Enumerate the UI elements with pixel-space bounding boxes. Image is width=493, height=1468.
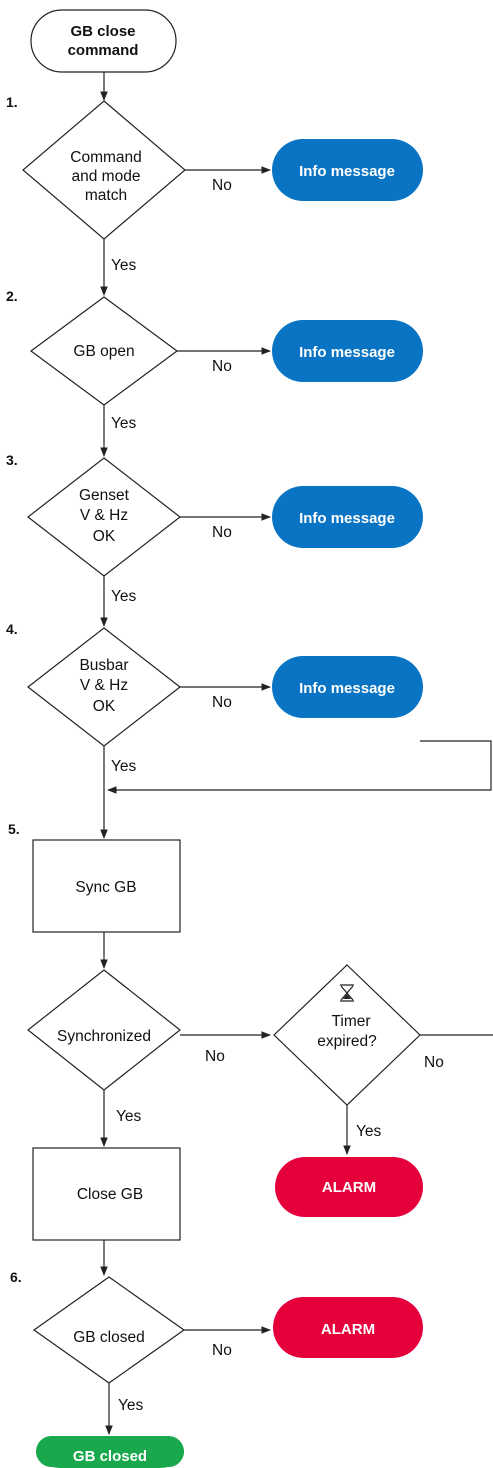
process-sync-gb: Sync GB [32, 839, 181, 933]
terminal-alarm: ALARM [275, 1157, 423, 1217]
decision-gb-open: GB open [29, 296, 179, 406]
terminal-info-message: Info message [272, 656, 423, 718]
decision-command-mode-match: Command and mode match [22, 100, 186, 240]
edge-label-no: No [212, 694, 232, 711]
alarm-1-label: ALARM [322, 1179, 376, 1196]
decision-busbar-v-hz-ok: Busbar V & Hz OK [27, 627, 181, 747]
decision-timer-expired: Timer expired? [273, 964, 421, 1106]
step-number-6: 6. [10, 1269, 22, 1285]
decision-gb-closed: GB closed [32, 1276, 186, 1384]
connector-loop-back [107, 740, 492, 794]
terminal-alarm: ALARM [273, 1297, 423, 1358]
decision-genset-v-hz-ok: Genset V & Hz OK [27, 457, 181, 577]
edge-label-yes: Yes [116, 1108, 142, 1125]
edge-label-yes: Yes [118, 1397, 144, 1414]
decision-3-line-2: V & Hz [80, 507, 128, 524]
terminal-info-message: Info message [272, 486, 423, 548]
info-message-1-label: Info message [299, 163, 395, 180]
start-terminal: GB close command [30, 9, 177, 73]
edge-label-yes: Yes [111, 758, 137, 775]
edge-label-no: No [212, 177, 232, 194]
decision-4-line-3: OK [93, 698, 116, 715]
edge-label-yes: Yes [111, 415, 137, 432]
decision-2-line-1: GB open [73, 343, 134, 360]
info-message-3-label: Info message [299, 510, 395, 527]
step-number-5: 5. [8, 821, 20, 837]
edge-label-yes: Yes [356, 1123, 382, 1140]
decision-synchronized: Synchronized [27, 969, 181, 1091]
edge-label-no: No [205, 1048, 225, 1065]
decision-7-line-1: GB closed [73, 1329, 145, 1346]
step-number-1: 1. [6, 94, 18, 110]
step-number-4: 4. [6, 621, 18, 637]
start-label-line-1: GB close [70, 23, 135, 40]
process-close-gb-label: Close GB [77, 1186, 143, 1203]
process-sync-gb-label: Sync GB [75, 879, 136, 896]
step-number-2: 2. [6, 288, 18, 304]
decision-3-line-3: OK [93, 528, 116, 545]
decision-1-line-1: Command [70, 149, 142, 166]
edge-label-yes: Yes [111, 257, 137, 274]
edge-label-no: No [212, 524, 232, 541]
decision-5-line-1: Synchronized [57, 1028, 151, 1045]
terminal-info-message: Info message [272, 320, 423, 382]
decision-3-line-1: Genset [79, 487, 130, 504]
hourglass-icon [340, 984, 354, 1002]
end-label: GB closed [73, 1448, 147, 1465]
decision-4-line-2: V & Hz [80, 677, 128, 694]
decision-6-line-1: Timer [331, 1013, 370, 1030]
edge-label-no: No [212, 358, 232, 375]
decision-1-line-3: match [85, 187, 127, 204]
edge-label-no: No [424, 1054, 444, 1071]
process-close-gb: Close GB [32, 1147, 181, 1241]
decision-4-line-1: Busbar [79, 657, 128, 674]
decision-1-line-2: and mode [72, 168, 141, 185]
edge-label-yes: Yes [111, 588, 137, 605]
terminal-gb-closed: GB closed [36, 1436, 184, 1468]
info-message-4-label: Info message [299, 680, 395, 697]
edge-label-no: No [212, 1342, 232, 1359]
terminal-info-message: Info message [272, 139, 423, 201]
step-number-3: 3. [6, 452, 18, 468]
alarm-2-label: ALARM [321, 1321, 375, 1338]
start-label-line-2: command [68, 42, 139, 59]
info-message-2-label: Info message [299, 344, 395, 361]
decision-6-line-2: expired? [317, 1033, 377, 1050]
